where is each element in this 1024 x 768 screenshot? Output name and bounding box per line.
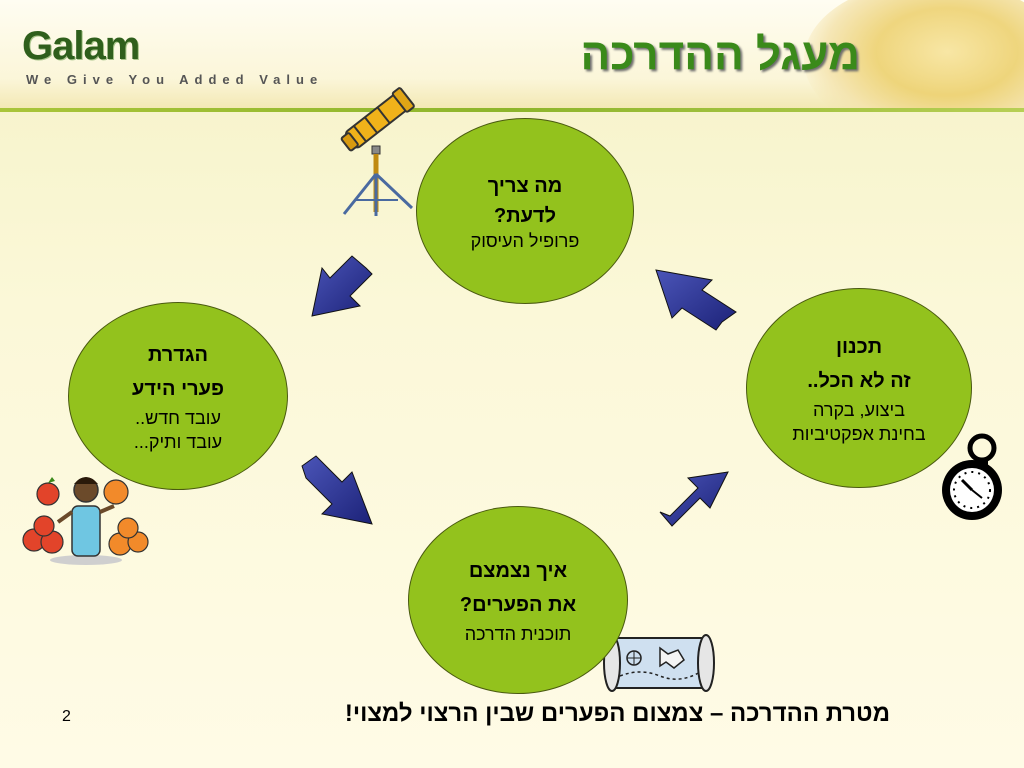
person-with-fruit-icon bbox=[22, 477, 149, 565]
bubble-top-line1: מה צריך bbox=[487, 175, 563, 197]
bubble-bottom-sub1: תוכנית הדרכה bbox=[464, 624, 572, 644]
header-glass-image bbox=[804, 0, 1024, 112]
bubble-left-line1: הגדרת bbox=[147, 344, 209, 366]
page-number: 2 bbox=[62, 708, 71, 725]
bubble-planning: תכנון זה לא הכל.. ביצוע, בקרה בחינת אפקט… bbox=[746, 288, 972, 488]
bubble-bottom-line1: איך נצמצם bbox=[468, 560, 568, 582]
bubble-right-line1: תכנון bbox=[835, 336, 883, 358]
arrow-top-to-left bbox=[311, 255, 373, 317]
slide-header: Galam We Give You Added Value מעגל ההדרכ… bbox=[0, 0, 1024, 112]
arrow-left-to-bottom bbox=[301, 455, 373, 525]
training-goal-statement: מטרת ההדרכה – צמצום הפערים שבין הרצוי למ… bbox=[344, 700, 890, 727]
bubble-close-gaps: איך נצמצם את הפערים? תוכנית הדרכה bbox=[408, 506, 628, 694]
telescope-icon bbox=[340, 87, 415, 216]
bubble-right-line2: זה לא הכל.. bbox=[807, 370, 911, 392]
bubble-bottom-line2: את הפערים? bbox=[459, 594, 577, 616]
arrow-right-to-top bbox=[655, 269, 737, 331]
bubble-top-sub1: פרופיל העיסוק bbox=[470, 231, 580, 251]
header-divider bbox=[0, 108, 1024, 112]
map-scroll-icon bbox=[603, 634, 715, 692]
arrow-bottom-to-right bbox=[659, 471, 729, 527]
company-logo: Galam bbox=[22, 24, 140, 68]
bubble-left-sub1: עובד חדש.. bbox=[135, 408, 221, 428]
bubble-define-gaps: הגדרת פערי הידע עובד חדש.. עובד ותיק... bbox=[68, 302, 288, 490]
bubble-top-line2: לדעת? bbox=[494, 205, 557, 227]
bubble-what-to-know: מה צריך לדעת? פרופיל העיסוק bbox=[416, 118, 634, 304]
bubble-right-sub2: בחינת אפקטיביות bbox=[792, 424, 926, 444]
bubble-right-sub1: ביצוע, בקרה bbox=[813, 400, 905, 420]
company-tagline: We Give You Added Value bbox=[26, 72, 324, 87]
stopwatch-icon bbox=[942, 433, 1002, 520]
slide-title: מעגל ההדרכה bbox=[580, 30, 861, 79]
bubble-left-line2: פערי הידע bbox=[131, 378, 225, 400]
bubble-left-sub2: עובד ותיק... bbox=[133, 432, 223, 452]
